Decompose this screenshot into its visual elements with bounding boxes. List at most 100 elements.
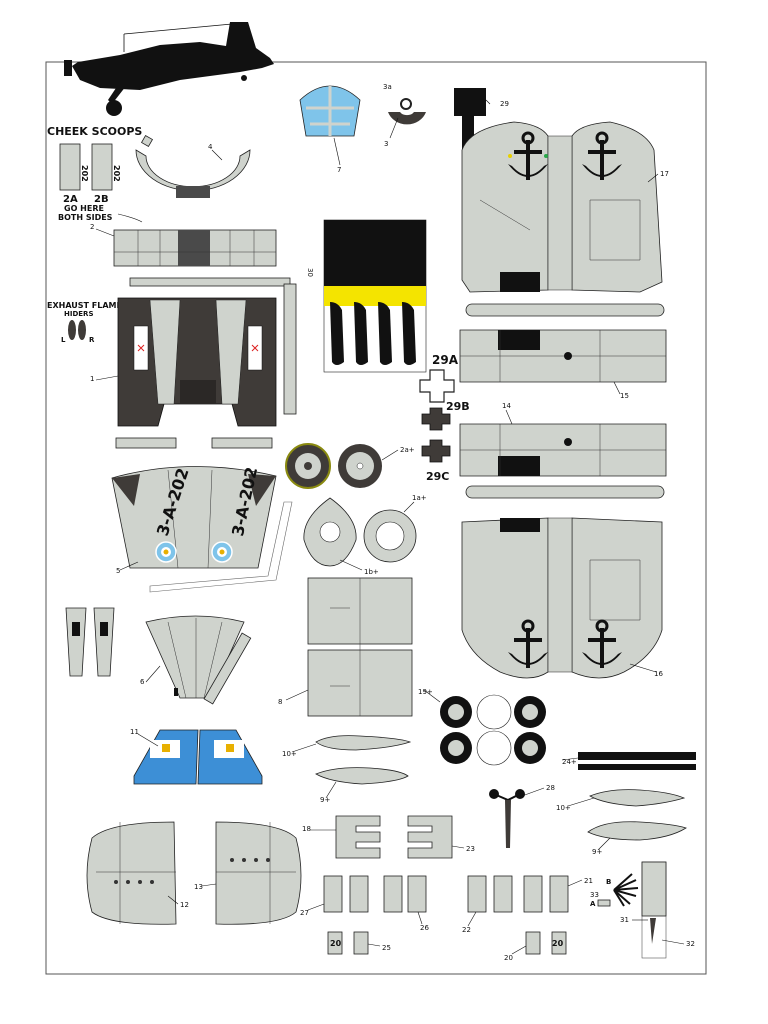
label-part-8: 8 [278, 698, 282, 706]
label-part-24: 24+ [562, 758, 577, 766]
part-strut-right [93, 607, 115, 677]
label-part-6: 6 [140, 678, 145, 686]
label-part-17: 17 [660, 170, 669, 178]
svg-text:202: 202 [80, 165, 89, 182]
wheel-disc [476, 730, 512, 766]
label-part-30: 30 [306, 268, 314, 277]
exhaust-hider-left [68, 320, 76, 340]
part-22 [467, 875, 487, 913]
part-gear-door [383, 875, 403, 913]
part-18 [335, 815, 381, 859]
anchor-insignia [582, 619, 622, 668]
part-12 [86, 821, 177, 925]
both-sides-text: BOTH SIDES [58, 213, 113, 222]
part-24-stripe [578, 764, 696, 770]
label-left: L [61, 336, 66, 344]
wheel [514, 696, 546, 728]
nav-light-yellow [508, 154, 512, 158]
label-part-13: 13 [194, 883, 203, 891]
part-2-strip [113, 229, 277, 267]
part-1a-ring [363, 509, 417, 563]
label-part-10: 10+ [282, 750, 297, 758]
part-3a-ring [400, 98, 412, 110]
part-33-base [597, 899, 611, 907]
label-part-3: 3 [384, 140, 388, 148]
label-part-12: 12 [180, 901, 189, 909]
label-2b: 2B [94, 194, 109, 205]
label-part-2: 2 [90, 223, 94, 231]
label-part-5: 5 [116, 567, 120, 575]
part-2a-ring [338, 444, 382, 488]
anchor-insignia [508, 619, 548, 668]
wheel [514, 732, 546, 764]
part-strip-long [129, 277, 291, 287]
part-10b [589, 789, 686, 807]
sheet-border [45, 61, 707, 975]
part-4-ring [135, 149, 251, 198]
part-strut-left [65, 607, 87, 677]
roundel-argentina [155, 541, 177, 563]
go-here-text: GO HERE [64, 204, 104, 213]
part-long-strip-lower [465, 485, 665, 499]
label-part-32: 32 [686, 940, 695, 948]
part-7-canopy [299, 85, 361, 137]
label-part-14: 14 [502, 402, 511, 410]
part-28-tail-hook [489, 789, 525, 848]
label-29a: 29A [432, 353, 459, 367]
part-16-wing-lower [461, 517, 663, 679]
part-29c-cross [421, 439, 451, 463]
wheel-disc [476, 694, 512, 730]
cheek-scoop-2b: 202 [91, 143, 121, 191]
label-part-22: 22 [462, 926, 471, 934]
label-part-27: 27 [300, 909, 309, 917]
label-29c: 29C [426, 470, 449, 483]
part-2a-engine [285, 443, 331, 489]
label-part-23: 23 [466, 845, 475, 853]
part-9 [315, 767, 409, 785]
label-part-a: A [590, 900, 596, 908]
label-part-3a: 3a [383, 83, 392, 91]
label-part-10b: 10+ [556, 804, 571, 812]
part-5-fuselage-tail [111, 466, 277, 569]
part-8 [307, 577, 413, 717]
part-10 [315, 735, 412, 751]
part-gear-door [349, 875, 369, 913]
label-part-33: 33 [590, 891, 599, 899]
label-part-9: 9+ [320, 796, 330, 804]
label-part-7: 7 [337, 166, 341, 174]
part-11-argentine-flag [133, 729, 263, 785]
label-part-18: 18 [302, 825, 311, 833]
part-long-strip-upper [465, 303, 665, 317]
cheek-scoops-heading: CHEEK SCOOPS [47, 125, 142, 138]
part-fillet-strip [149, 501, 293, 593]
label-part-25: 25 [382, 944, 391, 952]
part-tab [140, 134, 154, 148]
part-gear-door [523, 875, 543, 913]
label-part-2a: 2a+ [400, 446, 415, 454]
part-24-stripe [578, 752, 696, 760]
part-14 [459, 423, 667, 477]
part-25-gear-leg: 20 [327, 931, 369, 955]
leader-lines [95, 99, 685, 955]
part-29 [454, 88, 486, 154]
label-right: R [89, 336, 95, 344]
part-3-crescent [388, 112, 426, 125]
arrow-both-sides [117, 213, 143, 223]
label-part-9b: 9+ [592, 848, 602, 856]
part-17-wing-upper [461, 121, 663, 293]
part-1-fuselage [117, 297, 277, 427]
exhaust-heading: EXHAUST FLAME [47, 301, 122, 310]
label-part-1b: 1b+ [364, 568, 379, 576]
cheek-scoop-2a: 202 [59, 143, 89, 191]
label-part-1a: 1a+ [412, 494, 427, 502]
label-part-11: 11 [130, 728, 139, 736]
hiders-heading: HIDERS [64, 310, 94, 318]
anchor-insignia [582, 131, 622, 180]
part-30-propeller [323, 219, 427, 373]
label-part-26: 26 [420, 924, 429, 932]
part-27 [323, 875, 343, 913]
label-part-15: 15 [620, 392, 629, 400]
label-part-b: B [606, 878, 611, 886]
nav-light-green [544, 154, 548, 158]
label-part-1: 1 [90, 375, 94, 383]
